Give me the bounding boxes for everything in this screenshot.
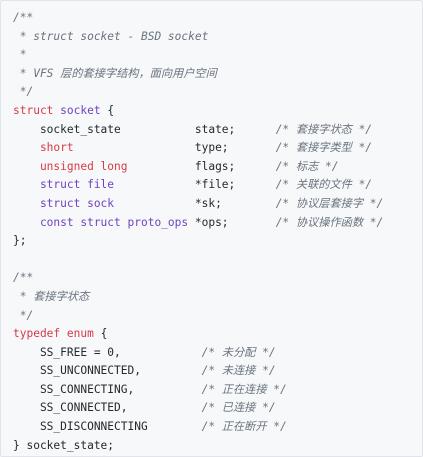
- code-token: SS_DISCONNECTING: [13, 420, 202, 434]
- code-token: struct sock: [13, 196, 195, 210]
- code-line-22: SS_CONNECTED, /* 已连接 */: [13, 399, 422, 418]
- code-line-9: unsigned long flags; /* 标志 */: [13, 158, 422, 177]
- code-token: socket: [60, 103, 101, 117]
- code-token: struct file: [13, 178, 195, 192]
- code-line-7: socket_state state; /* 套接字状态 */: [13, 121, 422, 140]
- code-token: type;: [194, 141, 276, 155]
- code-line-8: short type; /* 套接字类型 */: [13, 139, 422, 158]
- code-line-10: struct file *file; /* 关联的文件 */: [13, 176, 422, 195]
- code-token: /* 关联的文件 */: [275, 178, 373, 192]
- code-line-18: typedef enum {: [13, 325, 422, 344]
- code-token: const struct proto_ops: [13, 215, 195, 229]
- code-token: enum: [66, 327, 94, 341]
- code-token: * 套接字状态: [13, 289, 90, 303]
- code-token: /* 未连接 */: [201, 364, 276, 378]
- code-token: unsigned long: [13, 159, 195, 173]
- code-token: /* 正在断开 */: [201, 420, 287, 434]
- code-line-4: * VFS 层的套接字结构，面向用户空间: [13, 65, 422, 84]
- code-token: typedef: [13, 327, 61, 341]
- code-line-15: /**: [13, 269, 422, 288]
- code-token: /* 套接字类型 */: [275, 141, 373, 155]
- code-token: */: [13, 308, 34, 322]
- code-line-3: *: [13, 46, 422, 65]
- code-token: /**: [13, 271, 34, 285]
- code-token: state;: [194, 122, 276, 136]
- code-token: /* 未分配 */: [201, 345, 276, 359]
- code-token: /* 套接字状态 */: [275, 122, 373, 136]
- code-token: SS_CONNECTED,: [13, 401, 202, 415]
- code-token: /**: [13, 11, 34, 24]
- code-line-2: * struct socket - BSD socket: [13, 28, 422, 47]
- code-token: [60, 327, 67, 340]
- code-line-13: };: [13, 232, 422, 251]
- code-token: short: [13, 141, 195, 155]
- code-token: *ops;: [194, 215, 276, 229]
- code-line-6: struct socket {: [13, 102, 422, 121]
- code-token: /* 标志 */: [275, 159, 339, 173]
- code-token: /* 协议层套接字 */: [275, 196, 384, 210]
- code-token: flags;: [194, 159, 276, 173]
- code-token: {: [93, 327, 108, 341]
- code-line-19: SS_FREE = 0, /* 未分配 */: [13, 344, 422, 363]
- code-line-12: const struct proto_ops *ops; /* 协议操作函数 *…: [13, 214, 422, 233]
- code-token: socket_state: [13, 122, 195, 136]
- code-token: SS_FREE = 0,: [13, 345, 202, 359]
- code-token: * VFS 层的套接字结构，面向用户空间: [13, 66, 217, 80]
- code-token: SS_CONNECTING,: [13, 382, 202, 396]
- code-token: *: [13, 48, 27, 62]
- code-line-24: } socket_state;: [13, 437, 422, 456]
- code-token: /* 正在连接 */: [201, 382, 287, 396]
- code-line-1: /**: [13, 9, 422, 28]
- code-line-17: */: [13, 307, 422, 326]
- code-token: *file;: [194, 178, 276, 192]
- code-token: /* 协议操作函数 */: [275, 215, 384, 229]
- code-line-5: */: [13, 83, 422, 102]
- code-line-14: [13, 251, 422, 270]
- code-token: SS_UNCONNECTED,: [13, 364, 202, 378]
- code-token: };: [13, 234, 27, 248]
- code-line-16: * 套接字状态: [13, 288, 422, 307]
- code-token: {: [100, 103, 115, 117]
- code-line-21: SS_CONNECTING, /* 正在连接 */: [13, 381, 422, 400]
- code-line-11: struct sock *sk; /* 协议层套接字 */: [13, 195, 422, 214]
- code-line-23: SS_DISCONNECTING /* 正在断开 */: [13, 418, 422, 437]
- code-token: *sk;: [194, 196, 276, 210]
- code-token: } socket_state;: [13, 438, 115, 452]
- code-token: * struct socket - BSD socket: [13, 29, 209, 43]
- code-token: /* 已连接 */: [201, 401, 276, 415]
- code-line-20: SS_UNCONNECTED, /* 未连接 */: [13, 362, 422, 381]
- code-token: */: [13, 85, 34, 99]
- code-token: struct: [13, 103, 54, 117]
